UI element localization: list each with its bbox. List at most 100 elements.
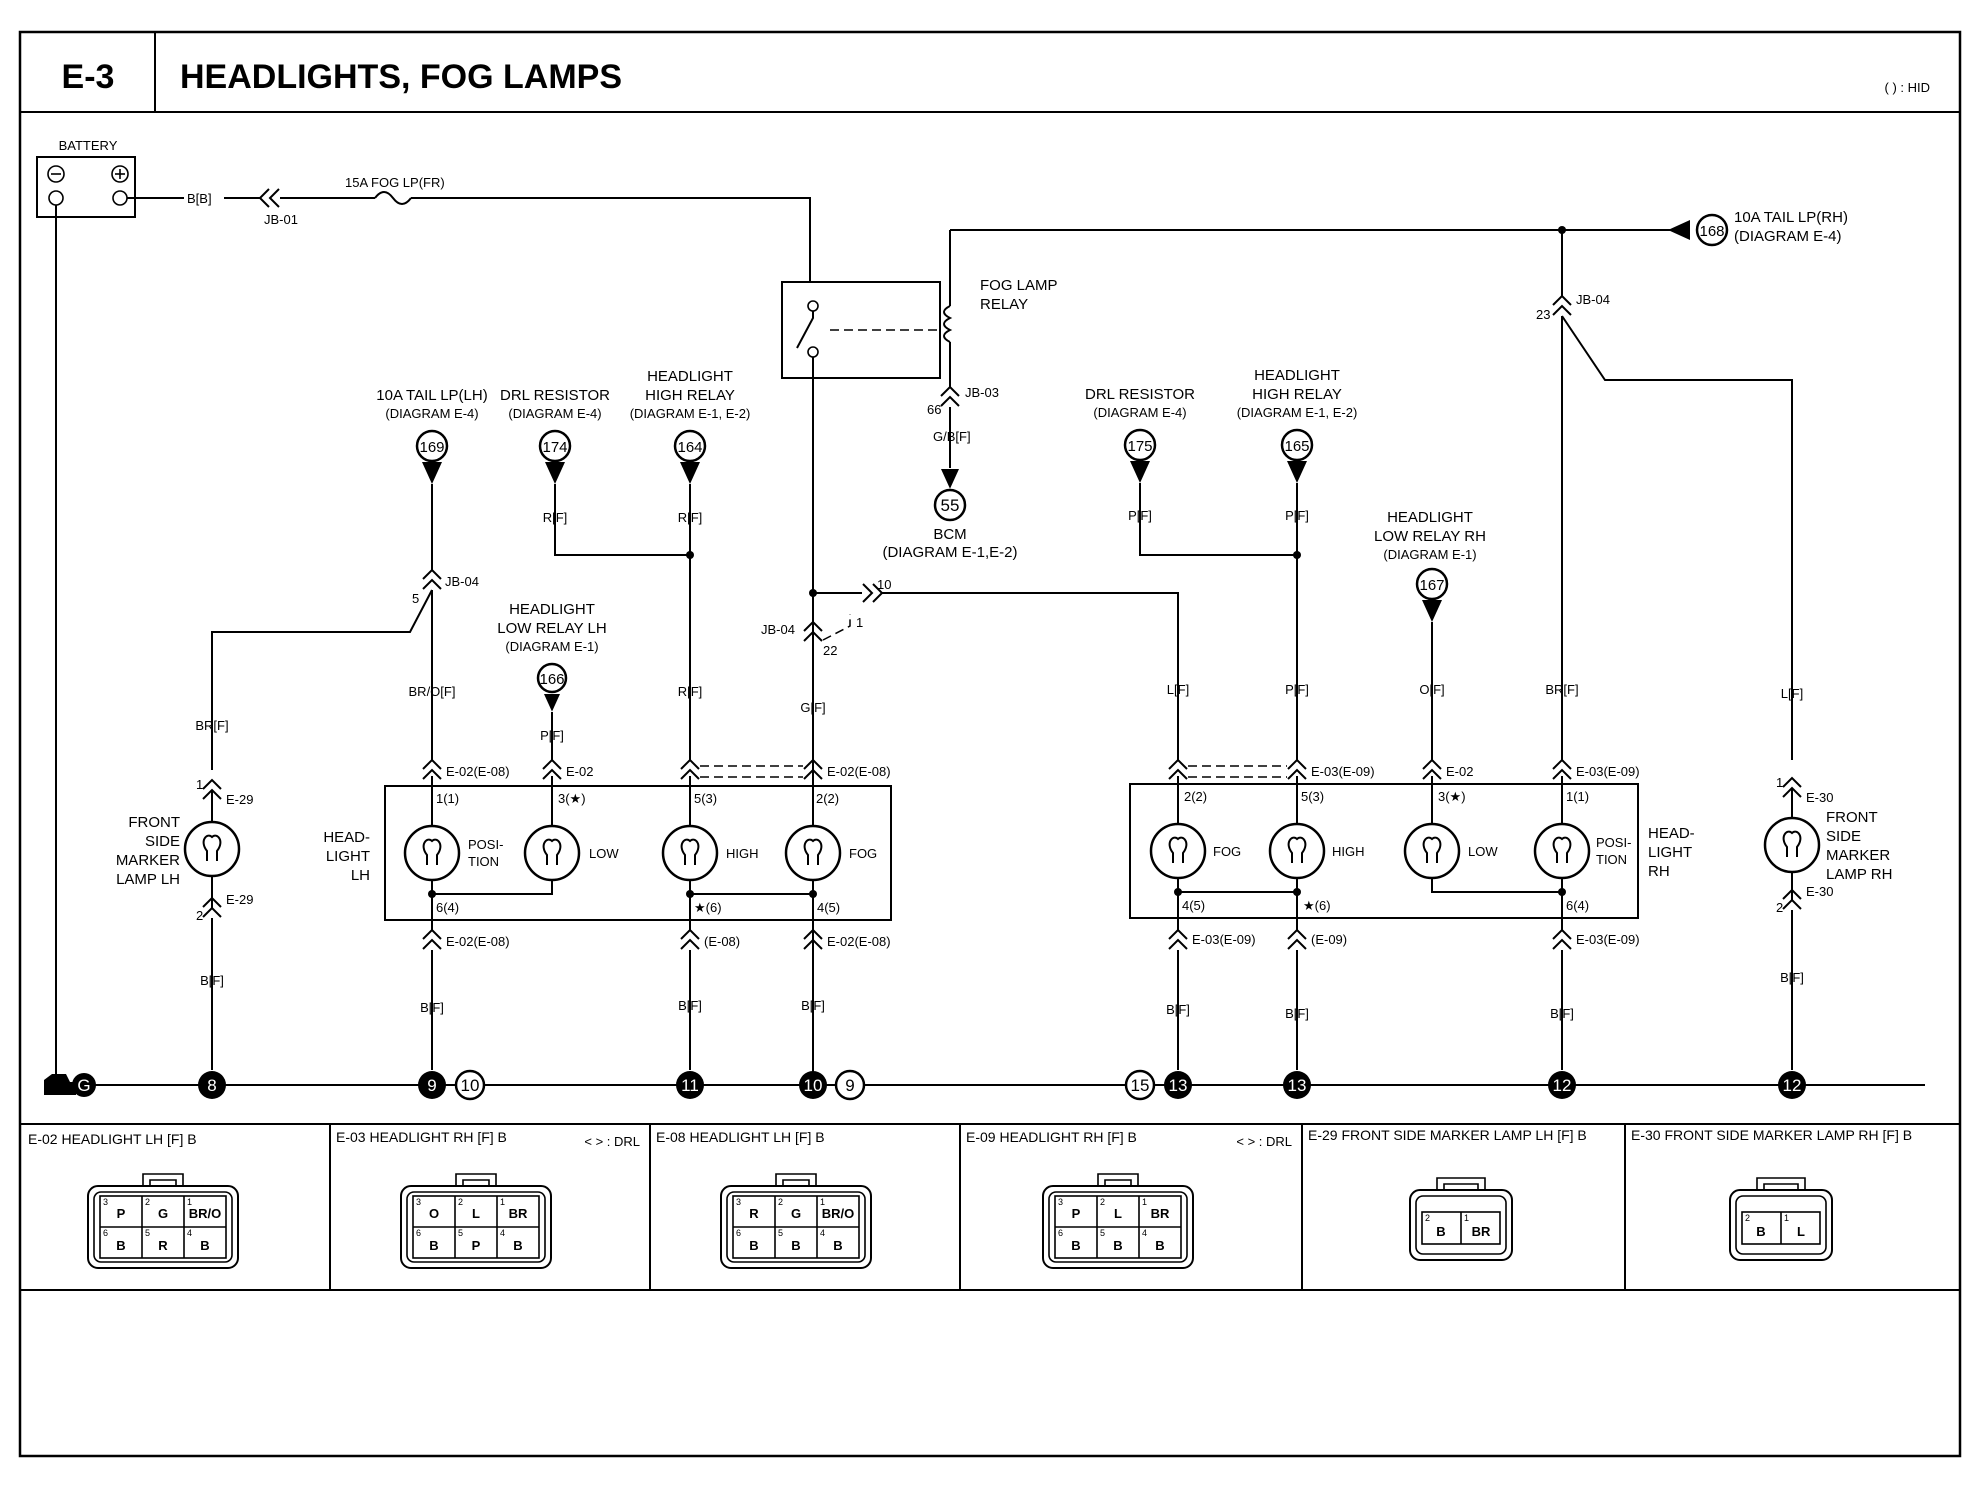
jb04-rh-label: JB-04 [1576, 292, 1610, 307]
svg-text:2: 2 [1425, 1213, 1430, 1223]
svg-text:BR[F]: BR[F] [195, 718, 228, 733]
jb04-fog-pin-a: 22 [823, 643, 837, 658]
svg-text:POSI-: POSI- [468, 837, 503, 852]
svg-text:E-08 HEADLIGHT LH [F] B: E-08 HEADLIGHT LH [F] B [656, 1129, 825, 1145]
svg-text:164: 164 [677, 439, 702, 456]
svg-text:B: B [1155, 1238, 1164, 1253]
svg-text:E-03(E-09): E-03(E-09) [1576, 932, 1640, 947]
svg-text:MARKER: MARKER [1826, 847, 1890, 864]
svg-text:LIGHT: LIGHT [326, 848, 370, 865]
svg-text:1: 1 [196, 777, 203, 792]
svg-text:HEADLIGHT: HEADLIGHT [647, 368, 733, 385]
svg-text:B: B [116, 1238, 125, 1253]
svg-text:10A TAIL LP(LH): 10A TAIL LP(LH) [376, 387, 487, 404]
svg-text:1: 1 [1142, 1197, 1147, 1207]
hid-legend: ( ) : HID [1885, 80, 1931, 95]
svg-text:G: G [77, 1076, 90, 1095]
svg-text:13: 13 [1169, 1076, 1188, 1095]
svg-text:BR/O: BR/O [822, 1206, 855, 1221]
svg-text:RH: RH [1648, 863, 1670, 880]
svg-text:DRL RESISTOR: DRL RESISTOR [1085, 386, 1195, 403]
svg-text:BR: BR [1472, 1224, 1491, 1239]
svg-text:11: 11 [681, 1076, 699, 1095]
svg-text:4: 4 [500, 1228, 505, 1238]
high-lamp-lh [661, 824, 719, 882]
svg-text:HIGH RELAY: HIGH RELAY [645, 387, 735, 404]
svg-text:E-30 FRONT SIDE MARKER LAMP RH: E-30 FRONT SIDE MARKER LAMP RH [F] B [1631, 1127, 1912, 1143]
bcm-diagram-ref: (DIAGRAM E-1,E-2) [882, 544, 1017, 561]
svg-text:9: 9 [845, 1076, 854, 1095]
connector-e03: E-03 HEADLIGHT RH [F] B < > : DRL 3 2 1 … [336, 1129, 640, 1269]
front-side-marker-lamp-lh: E-29 1 E-29 2 FRONT SIDE MARKER LAMP LH [116, 777, 254, 923]
svg-text:175: 175 [1127, 438, 1152, 455]
svg-text:FRONT: FRONT [128, 814, 180, 831]
svg-text:< > : DRL: < > : DRL [1236, 1134, 1292, 1149]
svg-text:(DIAGRAM E-4): (DIAGRAM E-4) [1093, 405, 1186, 420]
svg-text:5: 5 [778, 1228, 783, 1238]
svg-text:13: 13 [1288, 1076, 1307, 1095]
svg-text:HIGH: HIGH [1332, 844, 1365, 859]
high-lamp-rh [1268, 822, 1326, 880]
svg-text:2(2): 2(2) [1184, 789, 1207, 804]
fog-lamp-relay: FOG LAMP RELAY [781, 277, 1058, 379]
svg-text:L: L [1797, 1224, 1805, 1239]
svg-text:1: 1 [500, 1197, 505, 1207]
svg-text:15: 15 [1131, 1076, 1150, 1095]
svg-text:BR: BR [509, 1206, 528, 1221]
ground-point-12a: 12 [1548, 1071, 1576, 1099]
svg-text:POSI-: POSI- [1596, 835, 1631, 850]
svg-text:E-02: E-02 [1446, 764, 1473, 779]
svg-text:1(1): 1(1) [436, 791, 459, 806]
svg-text:3(★): 3(★) [558, 791, 586, 806]
svg-text:BR: BR [1151, 1206, 1170, 1221]
svg-text:G: G [791, 1206, 801, 1221]
svg-text:E-02: E-02 [566, 764, 593, 779]
svg-text:1(1): 1(1) [1566, 789, 1589, 804]
svg-text:E-02(E-08): E-02(E-08) [446, 934, 510, 949]
svg-text:166: 166 [539, 671, 564, 688]
svg-text:R[F]: R[F] [678, 684, 703, 699]
svg-text:LOW: LOW [589, 846, 619, 861]
source-167: HEADLIGHT LOW RELAY RH (DIAGRAM E-1) 167 [1374, 509, 1486, 622]
svg-text:LH: LH [351, 867, 370, 884]
svg-text:BR/O: BR/O [189, 1206, 222, 1221]
svg-text:B[F]: B[F] [200, 973, 224, 988]
svg-text:P[F]: P[F] [1285, 508, 1309, 523]
svg-text:L[F]: L[F] [1167, 682, 1189, 697]
svg-text:1: 1 [1464, 1213, 1469, 1223]
connector-e30: E-30 FRONT SIDE MARKER LAMP RH [F] B 2 1… [1631, 1127, 1912, 1261]
svg-text:P: P [1072, 1206, 1081, 1221]
svg-text:E-02 HEADLIGHT LH [F] B: E-02 HEADLIGHT LH [F] B [28, 1131, 197, 1147]
connector-e29: E-29 FRONT SIDE MARKER LAMP LH [F] B 2 1… [1308, 1127, 1587, 1261]
svg-text:LOW: LOW [1468, 844, 1498, 859]
svg-text:HEAD-: HEAD- [1648, 825, 1695, 842]
tail-lp-rh-source: 168 10A TAIL LP(RH) (DIAGRAM E-4) [1640, 209, 1848, 247]
connector-e08: E-08 HEADLIGHT LH [F] B 3 2 1 6 5 4 R G … [656, 1129, 872, 1269]
svg-text:(DIAGRAM E-4): (DIAGRAM E-4) [385, 406, 478, 421]
svg-text:2(2): 2(2) [816, 791, 839, 806]
svg-text:B: B [833, 1238, 842, 1253]
chassis-ground-g: G [44, 1073, 96, 1097]
svg-text:6: 6 [1058, 1228, 1063, 1238]
jb04-lh-label: JB-04 [445, 574, 479, 589]
svg-text:★(6): ★(6) [694, 900, 722, 915]
svg-text:HEAD-: HEAD- [323, 829, 370, 846]
jb04-fog-pin-b: 1 [856, 615, 863, 630]
fog-relay-wire: G/B[F] [933, 429, 971, 444]
svg-text:R: R [158, 1238, 168, 1253]
svg-text:FOG: FOG [849, 846, 877, 861]
svg-text:1: 1 [820, 1197, 825, 1207]
svg-text:SIDE: SIDE [145, 833, 180, 850]
svg-text:HEADLIGHT: HEADLIGHT [509, 601, 595, 618]
svg-text:3: 3 [416, 1197, 421, 1207]
jb01-label: JB-01 [264, 212, 298, 227]
svg-text:12: 12 [1783, 1076, 1802, 1095]
svg-text:< > : DRL: < > : DRL [584, 1134, 640, 1149]
source-166: HEADLIGHT LOW RELAY LH (DIAGRAM E-1) 166 [497, 601, 607, 712]
svg-text:E-03(E-09): E-03(E-09) [1576, 764, 1640, 779]
svg-text:E-03(E-09): E-03(E-09) [1311, 764, 1375, 779]
svg-text:E-09 HEADLIGHT RH [F] B: E-09 HEADLIGHT RH [F] B [966, 1129, 1137, 1145]
svg-text:TION: TION [1596, 852, 1627, 867]
svg-text:BR/O[F]: BR/O[F] [409, 684, 456, 699]
svg-text:2: 2 [458, 1197, 463, 1207]
